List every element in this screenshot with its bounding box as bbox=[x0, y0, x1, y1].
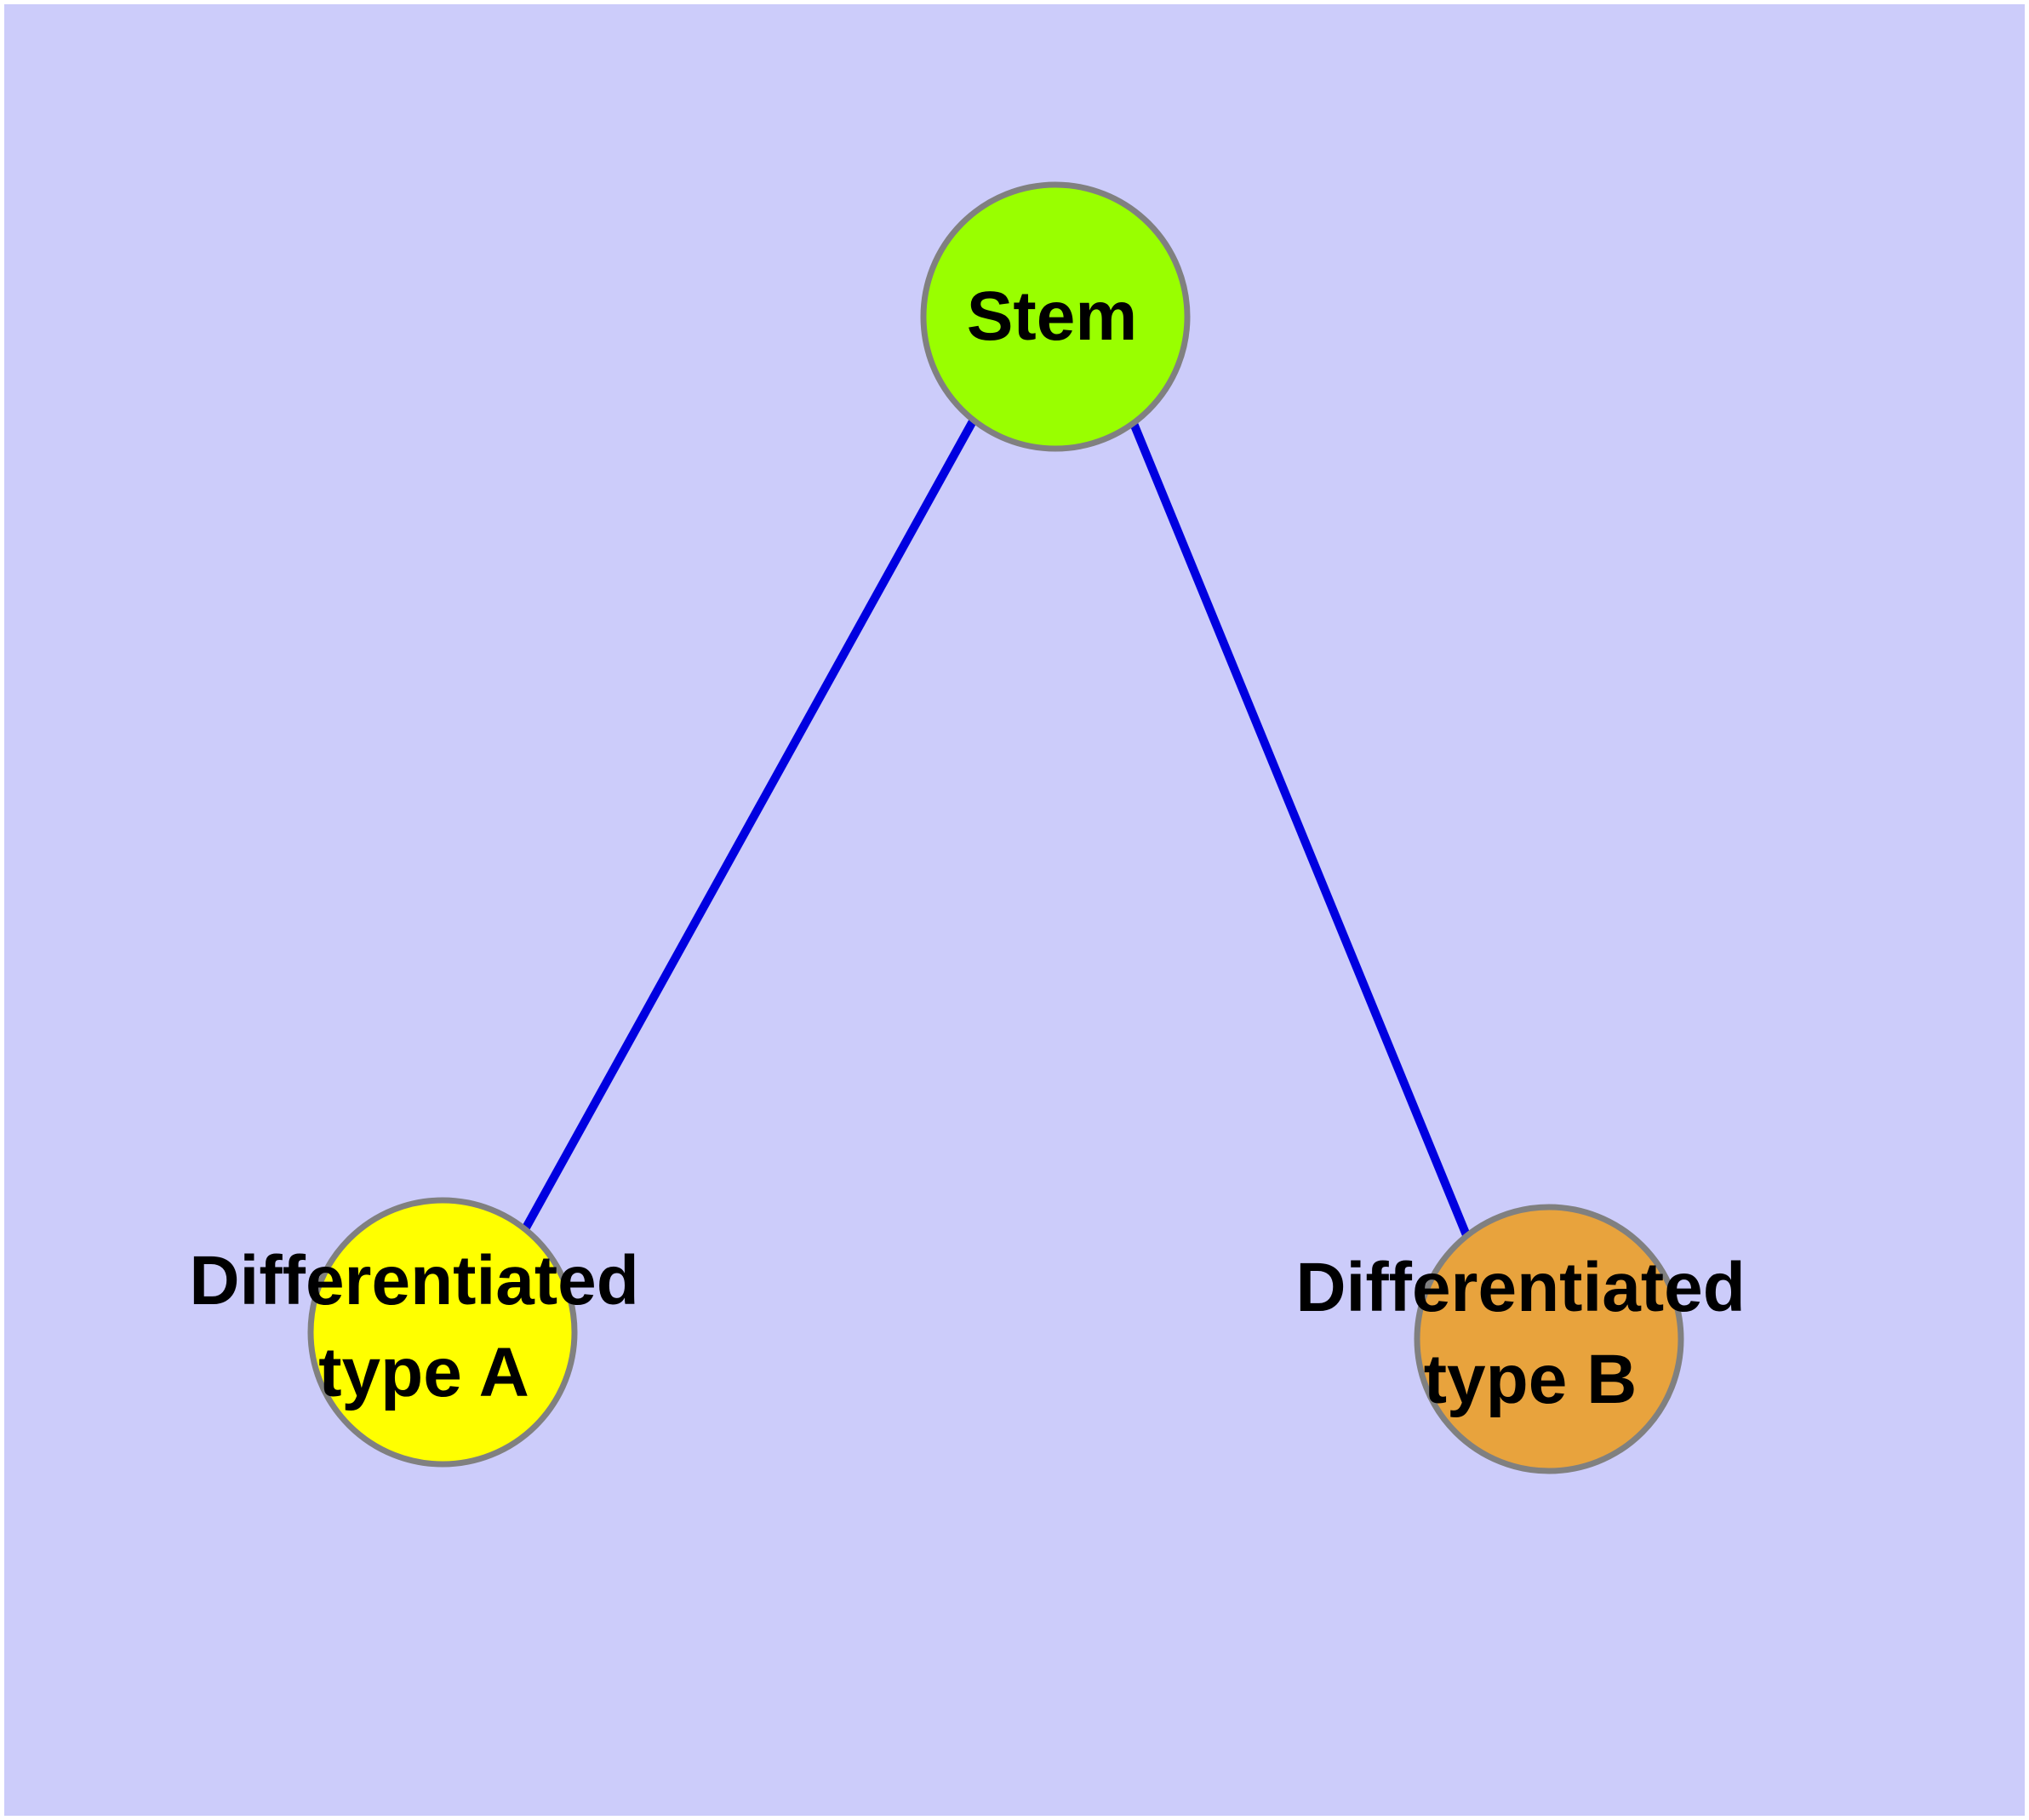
edge-stem-to-differentiated-type-a bbox=[521, 417, 978, 1232]
node-differentiated-type-a[interactable] bbox=[307, 1197, 578, 1468]
node-label-differentiated-type-b: Differentiated type B bbox=[1295, 1249, 1764, 1418]
node-label-differentiated-type-a-line-1: Differentiated bbox=[189, 1242, 639, 1319]
node-label-differentiated-type-b-line-2: type B bbox=[1424, 1341, 1637, 1418]
edges-group bbox=[521, 417, 1471, 1237]
node-label-differentiated-type-b-line-1: Differentiated bbox=[1295, 1249, 1746, 1326]
labels-group: Stem Differentiated type A Differentiate… bbox=[189, 278, 1764, 1418]
node-label-stem: Stem bbox=[967, 278, 1138, 355]
node-label-stem-line-1: Stem bbox=[967, 278, 1138, 355]
node-label-differentiated-type-a: Differentiated type A bbox=[189, 1242, 658, 1411]
node-differentiated-type-b[interactable] bbox=[1414, 1204, 1684, 1474]
nodes-group bbox=[307, 181, 1684, 1474]
edge-stem-to-differentiated-type-b bbox=[1129, 420, 1471, 1237]
node-stem[interactable] bbox=[920, 181, 1191, 452]
node-label-differentiated-type-a-line-2: type A bbox=[318, 1334, 529, 1411]
